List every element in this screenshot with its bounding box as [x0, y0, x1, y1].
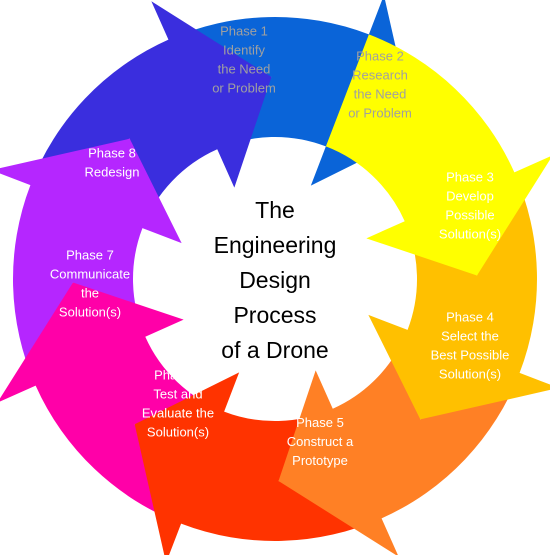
center-title-line-5: of a Drone: [221, 337, 328, 363]
center-title-line-1: The: [255, 197, 295, 223]
phase-7-label-line: Phase 7: [66, 248, 114, 263]
phase-6-label-line: Phase 6: [154, 368, 202, 383]
phase-6-label-line: Evaluate the: [142, 406, 214, 421]
center-title-line-4: Process: [233, 302, 316, 328]
phase-3-arrow: [278, 329, 520, 555]
phase-2-label-line: or Problem: [348, 106, 412, 121]
phase-7-arrow: [30, 1, 272, 229]
phase-1-label-line: Identify: [223, 43, 265, 58]
phase-1-label-line: the Need: [218, 62, 271, 77]
phase-1-label: Phase 1 Identify the Need or Problem: [212, 24, 276, 96]
phase-5-label-line: Construct a: [287, 434, 354, 449]
phase-4-label-line: Solution(s): [439, 367, 501, 382]
phase-4-label-line: Phase 4: [446, 310, 494, 325]
phase-6-label-line: Test and: [153, 387, 202, 402]
phase-1-arrow: [325, 34, 550, 276]
phase-7-label-line: the: [81, 286, 99, 301]
phase-7-label-line: Communicate: [50, 267, 130, 282]
phase-5-arrow: [0, 282, 225, 524]
phase-3-label-line: Develop: [446, 189, 494, 204]
phase-8-label-line: Phase 8: [88, 146, 136, 161]
phase-2-label-line: Research: [352, 68, 408, 83]
center-title-line-3: Design: [239, 267, 311, 293]
phase-5-label: Phase 5 Construct a Prototype: [287, 415, 354, 468]
phase-3-label-line: Solution(s): [439, 227, 501, 242]
phase-1-label-line: Phase 1: [220, 24, 268, 39]
phase-6-label-line: Solution(s): [147, 425, 209, 440]
center-title: The Engineering Design Process of a Dron…: [214, 197, 337, 363]
phase-5-label-line: Phase 5: [296, 415, 344, 430]
phase-5-label-line: Prototype: [292, 453, 348, 468]
phase-8-label: Phase 8 Redesign: [85, 146, 140, 180]
phase-3-label-line: Phase 3: [446, 170, 494, 185]
phase-2-label-line: the Need: [354, 87, 407, 102]
phase-8-label-line: Redesign: [85, 165, 140, 180]
phase-2-label: Phase 2 Research the Need or Problem: [348, 49, 412, 121]
phase-2-label-line: Phase 2: [356, 49, 404, 64]
phase-3-label-line: Possible: [445, 208, 494, 223]
phase-1-label-line: or Problem: [212, 81, 276, 96]
center-title-line-2: Engineering: [214, 232, 337, 258]
phase-4-label-line: Best Possible: [431, 348, 510, 363]
phase-4-label-line: Select the: [441, 329, 499, 344]
phase-7-label-line: Solution(s): [59, 305, 121, 320]
